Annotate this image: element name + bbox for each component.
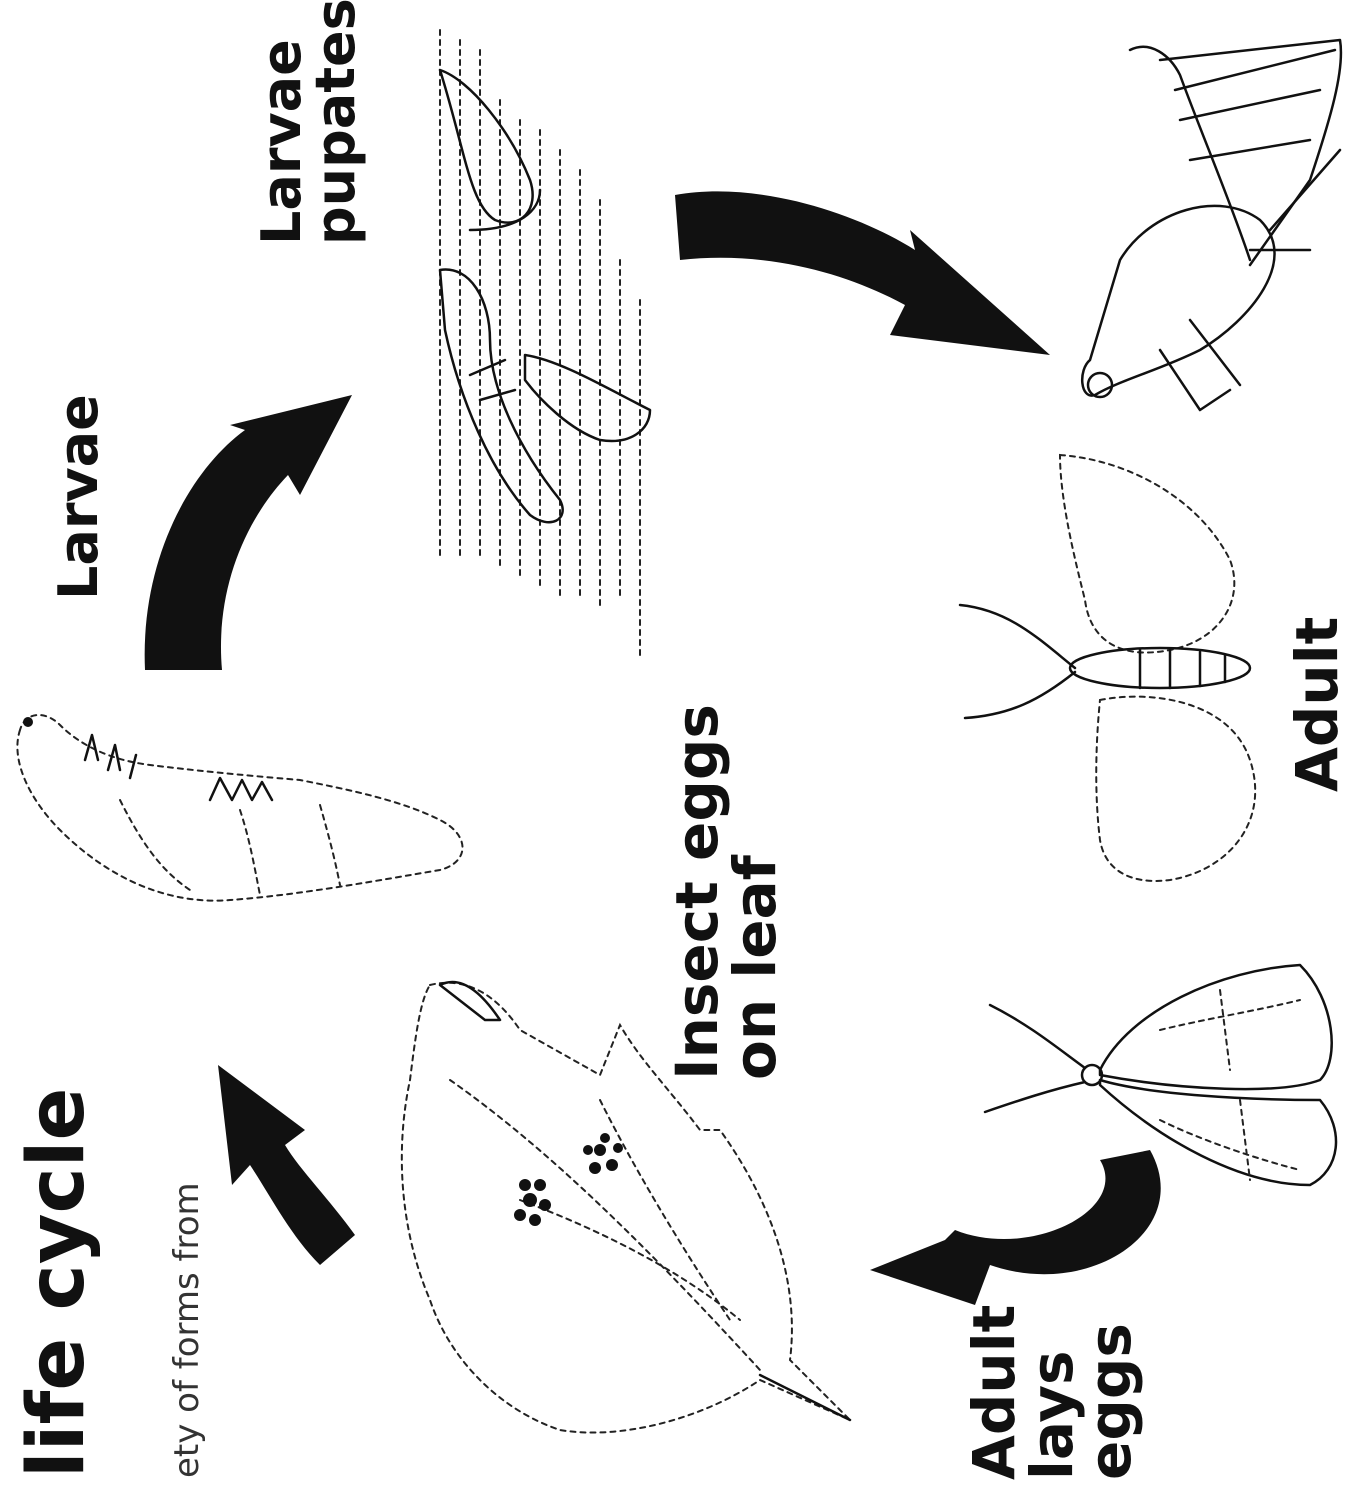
label-larvae-pupates: Larvae pupates bbox=[255, 0, 363, 245]
label-adult: Adult bbox=[1288, 617, 1346, 792]
moth-spread-icon bbox=[960, 455, 1255, 881]
label-insect-eggs-on-leaf: Insect eggs on leaf bbox=[668, 704, 784, 1080]
moth-resting-icon bbox=[985, 965, 1336, 1185]
label-adult-lays-eggs: Adult lays eggs bbox=[965, 1305, 1139, 1480]
caterpillar-icon bbox=[17, 715, 462, 901]
arrow-to-leaf bbox=[870, 1150, 1161, 1305]
arrow-to-pupae bbox=[145, 395, 352, 670]
page-title: life cycle bbox=[18, 1088, 96, 1478]
pupae-in-soil-icon bbox=[440, 30, 650, 660]
page-subtitle: ety of forms from bbox=[170, 1182, 204, 1478]
arrow-to-caterpillar bbox=[218, 1065, 355, 1265]
label-larvae: Larvae bbox=[52, 394, 106, 600]
grasshopper-icon bbox=[1082, 40, 1341, 410]
arrow-to-adult bbox=[675, 191, 1050, 355]
